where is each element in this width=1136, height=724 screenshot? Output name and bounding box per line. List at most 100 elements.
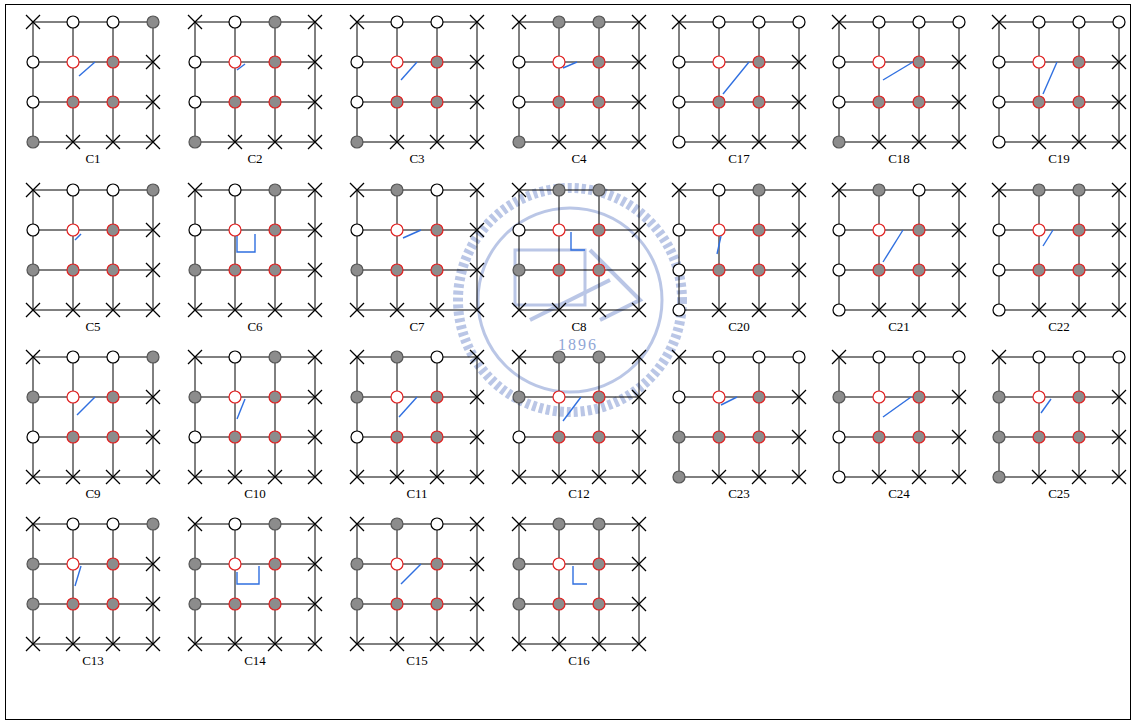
- grid-line: [437, 357, 438, 477]
- edge-segment: [717, 236, 721, 254]
- grid-line: [519, 270, 639, 271]
- grid-line: [357, 190, 477, 191]
- cross-mark: [350, 15, 364, 29]
- grid-line: [1079, 190, 1080, 310]
- white-node: [753, 351, 765, 363]
- grey-node: [351, 264, 363, 276]
- grid-line: [679, 357, 799, 358]
- grid-line: [73, 357, 74, 477]
- grey-node: [993, 431, 1005, 443]
- white-node: [753, 16, 765, 28]
- cross-mark: [188, 15, 202, 29]
- neighbor-node: [753, 391, 765, 403]
- case-label: C16: [568, 654, 590, 667]
- grid-panel: [832, 15, 966, 149]
- grid-line: [195, 524, 196, 644]
- grid-line: [919, 357, 920, 477]
- cross-mark: [1072, 303, 1086, 317]
- current-node: [229, 558, 241, 570]
- neighbor-node: [67, 96, 79, 108]
- neighbor-node: [431, 431, 443, 443]
- white-node: [351, 431, 363, 443]
- grid-line: [235, 524, 236, 644]
- grey-node: [189, 558, 201, 570]
- white-node: [1113, 16, 1125, 28]
- cross-mark: [632, 637, 646, 651]
- current-node: [873, 224, 885, 236]
- white-node: [189, 224, 201, 236]
- grid-line: [113, 357, 114, 477]
- grid-line: [397, 22, 398, 142]
- cross-mark: [912, 303, 926, 317]
- edge-segment: [79, 62, 95, 76]
- white-node: [673, 391, 685, 403]
- neighbor-node: [593, 431, 605, 443]
- grey-node: [1073, 184, 1085, 196]
- grid-line: [113, 22, 114, 142]
- grid-line: [679, 62, 799, 63]
- neighbor-node: [269, 431, 281, 443]
- cross-mark: [792, 470, 806, 484]
- white-node: [833, 431, 845, 443]
- grid-line: [519, 190, 639, 191]
- grid-line: [357, 524, 358, 644]
- grid-line: [519, 477, 639, 478]
- cross-mark: [26, 350, 40, 364]
- cross-mark: [1112, 95, 1126, 109]
- grey-node: [391, 184, 403, 196]
- grid-line: [73, 22, 74, 142]
- grid-line: [33, 102, 153, 103]
- cross-mark: [1112, 470, 1126, 484]
- watermark-ring: [458, 188, 682, 412]
- grid-line: [559, 357, 560, 477]
- grid-line: [1039, 357, 1040, 477]
- white-node: [833, 96, 845, 108]
- grey-node: [27, 391, 39, 403]
- neighbor-node: [391, 598, 403, 610]
- grid-panel: [992, 350, 1126, 484]
- grid-panel: [188, 517, 322, 651]
- grid-line: [357, 310, 477, 311]
- cross-mark: [228, 637, 242, 651]
- white-node: [1073, 351, 1085, 363]
- grid-line: [519, 644, 639, 645]
- grid-line: [195, 564, 315, 565]
- grid-line: [315, 524, 316, 644]
- grey-node: [513, 558, 525, 570]
- watermark-ring: [478, 208, 662, 392]
- cross-mark: [952, 430, 966, 444]
- cross-mark: [350, 350, 364, 364]
- grid-line: [519, 524, 520, 644]
- neighbor-node: [593, 598, 605, 610]
- cross-mark: [146, 55, 160, 69]
- cross-mark: [308, 135, 322, 149]
- case-label: C4: [571, 152, 586, 165]
- cross-mark: [390, 637, 404, 651]
- grid-line: [33, 190, 153, 191]
- cross-mark: [872, 303, 886, 317]
- grid-line: [759, 22, 760, 142]
- grid-line: [33, 397, 153, 398]
- white-node: [229, 351, 241, 363]
- white-node: [513, 431, 525, 443]
- grid-line: [235, 357, 236, 477]
- grid-line: [799, 22, 800, 142]
- current-node: [391, 56, 403, 68]
- grey-node: [27, 264, 39, 276]
- grid-panel: [188, 350, 322, 484]
- grid-line: [195, 22, 315, 23]
- cross-mark: [1112, 430, 1126, 444]
- cross-mark: [512, 15, 526, 29]
- grid-line: [275, 22, 276, 142]
- cross-mark: [1032, 135, 1046, 149]
- cross-mark: [470, 263, 484, 277]
- neighbor-node: [753, 56, 765, 68]
- edge-segment: [237, 234, 255, 252]
- grid-line: [357, 604, 477, 605]
- grid-line: [195, 270, 315, 271]
- grid-line: [33, 190, 34, 310]
- cross-mark: [26, 15, 40, 29]
- grid-line: [679, 102, 799, 103]
- grid-line: [33, 22, 34, 142]
